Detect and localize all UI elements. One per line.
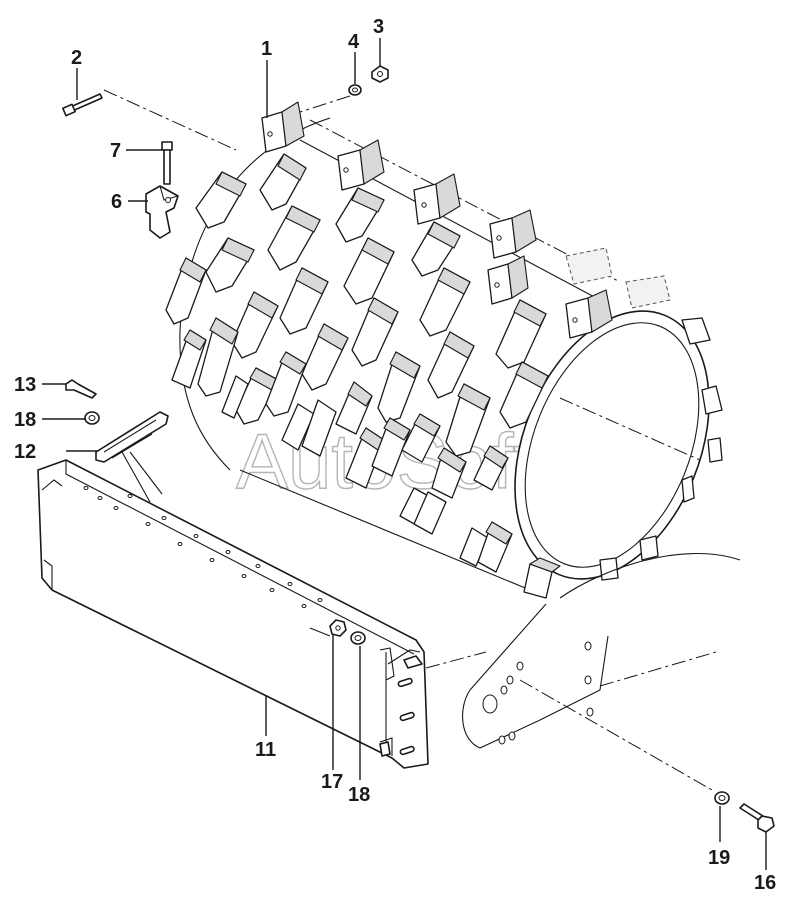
callout-3: 3 bbox=[373, 16, 384, 38]
bolt-part-16 bbox=[739, 803, 775, 833]
callout-12: 12 bbox=[14, 441, 36, 463]
nut-part-3 bbox=[371, 65, 389, 83]
pad-front-ring bbox=[599, 317, 723, 581]
callout-2: 2 bbox=[71, 47, 82, 69]
padfoot-drum-shell bbox=[179, 117, 710, 591]
nut-part-17 bbox=[329, 619, 347, 637]
callout-19: 19 bbox=[708, 847, 730, 869]
padfoot-segments bbox=[165, 101, 723, 599]
key-part-12 bbox=[95, 411, 169, 463]
scraper-bar-part-11 bbox=[37, 451, 429, 769]
pad-grid bbox=[165, 153, 561, 599]
mounting-plate bbox=[425, 553, 741, 791]
washer-part-4 bbox=[299, 84, 362, 113]
bolt-part-7 bbox=[161, 141, 173, 185]
callout-17: 17 bbox=[321, 771, 343, 793]
washer-part-18-upper bbox=[84, 411, 100, 425]
callout-labels: 1 2 3 4 7 6 13 18 12 11 17 18 19 16 bbox=[14, 16, 776, 894]
callout-4: 4 bbox=[348, 31, 360, 53]
callout-7: 7 bbox=[110, 140, 121, 162]
bolt-part-2 bbox=[62, 89, 237, 151]
scraper-bolt-holes bbox=[83, 486, 323, 608]
bolt-part-13 bbox=[65, 379, 97, 399]
callout-6: 6 bbox=[111, 191, 122, 213]
clamp-part-6 bbox=[145, 185, 179, 239]
callout-13: 13 bbox=[14, 374, 36, 396]
callout-18-lower: 18 bbox=[348, 784, 370, 806]
callout-11: 11 bbox=[255, 739, 276, 761]
callout-16: 16 bbox=[754, 872, 776, 894]
callout-18-upper: 18 bbox=[14, 409, 36, 431]
callout-leaders bbox=[42, 38, 767, 870]
callout-1: 1 bbox=[261, 38, 272, 60]
washer-part-18-lower bbox=[350, 631, 366, 645]
pad-top-row bbox=[261, 101, 613, 339]
washer-part-19 bbox=[714, 791, 730, 805]
